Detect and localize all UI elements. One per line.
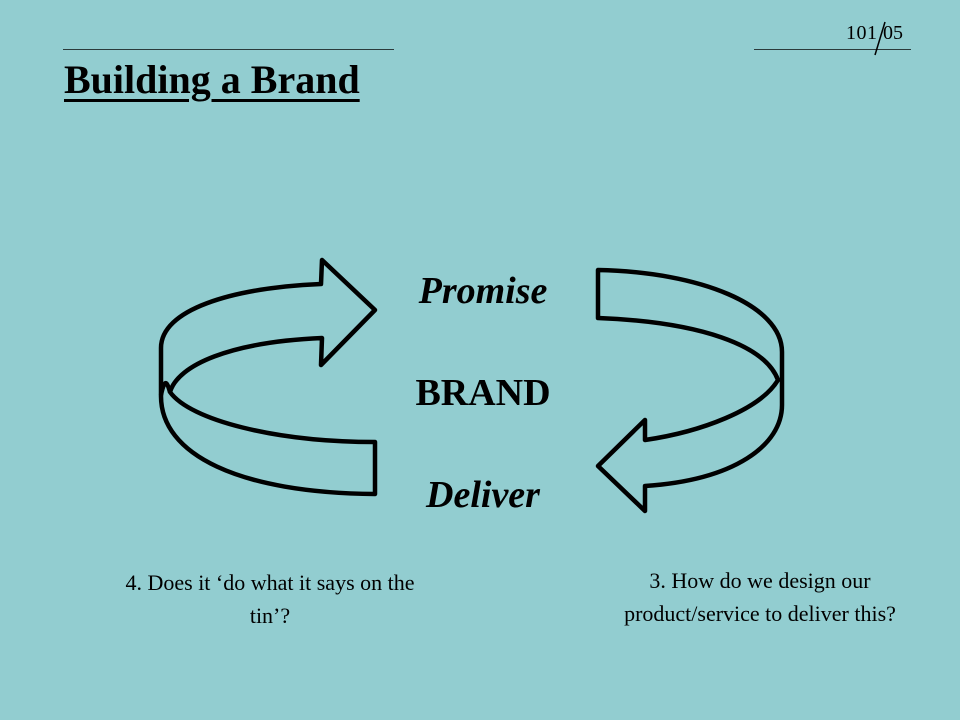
deliver-label: Deliver	[426, 474, 540, 516]
left-arrow-inner-edge	[158, 381, 173, 396]
question-4-text: 4. Does it ‘do what it says on the tin’?	[125, 570, 415, 628]
brand-label: BRAND	[415, 372, 551, 414]
header-rule-left	[63, 49, 394, 50]
slide-title: Building a Brand	[64, 57, 360, 102]
right-cycle-arrow	[595, 267, 785, 514]
left-cycle-arrow	[158, 257, 378, 497]
slide-number: 05	[883, 22, 903, 44]
question-3-text: 3. How do we design our product/service …	[624, 568, 896, 626]
header-rule-right	[754, 49, 911, 50]
promise-label: Promise	[418, 270, 548, 312]
course-number: 101	[846, 22, 878, 44]
